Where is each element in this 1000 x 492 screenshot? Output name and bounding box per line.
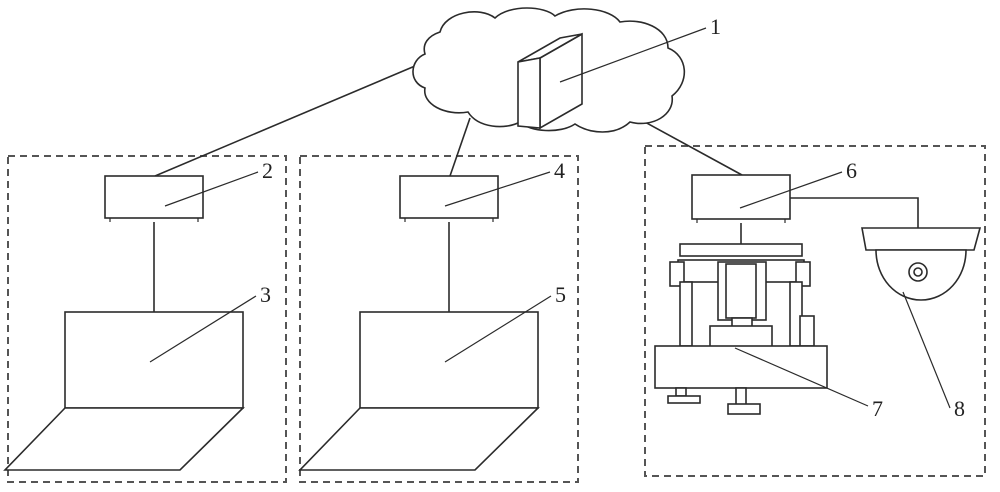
link-cloud-to-6 [631, 114, 743, 176]
label-8: 8 [954, 396, 965, 421]
label-7: 7 [872, 396, 883, 421]
instrument-7 [654, 243, 828, 415]
laptop-3-keyboard [3, 407, 245, 471]
group-2-border [299, 155, 579, 483]
leader-8 [902, 291, 951, 409]
leader-6 [739, 171, 843, 209]
link-6-to-8 [790, 197, 919, 228]
label-1: 1 [710, 14, 721, 39]
leader-5 [444, 295, 552, 363]
dome-camera-8 [861, 227, 982, 301]
leader-2 [164, 171, 259, 207]
leader-1 [559, 27, 707, 83]
server-side-face [517, 57, 541, 129]
group-1-border [7, 155, 287, 483]
link-cloud-to-2 [154, 65, 416, 177]
device-2-box [104, 175, 204, 219]
leader-4 [444, 171, 551, 207]
label-5: 5 [555, 282, 566, 307]
leader-7 [734, 347, 869, 407]
link-cloud-to-4 [449, 117, 471, 177]
label-6: 6 [846, 158, 857, 183]
device-4-box [399, 175, 499, 219]
label-4: 4 [554, 158, 565, 183]
label-2: 2 [262, 158, 273, 183]
leader-3 [149, 295, 257, 363]
label-3: 3 [260, 282, 271, 307]
device-6-box [691, 174, 791, 220]
group-3-border [644, 145, 986, 477]
laptop-5-keyboard [298, 407, 540, 471]
